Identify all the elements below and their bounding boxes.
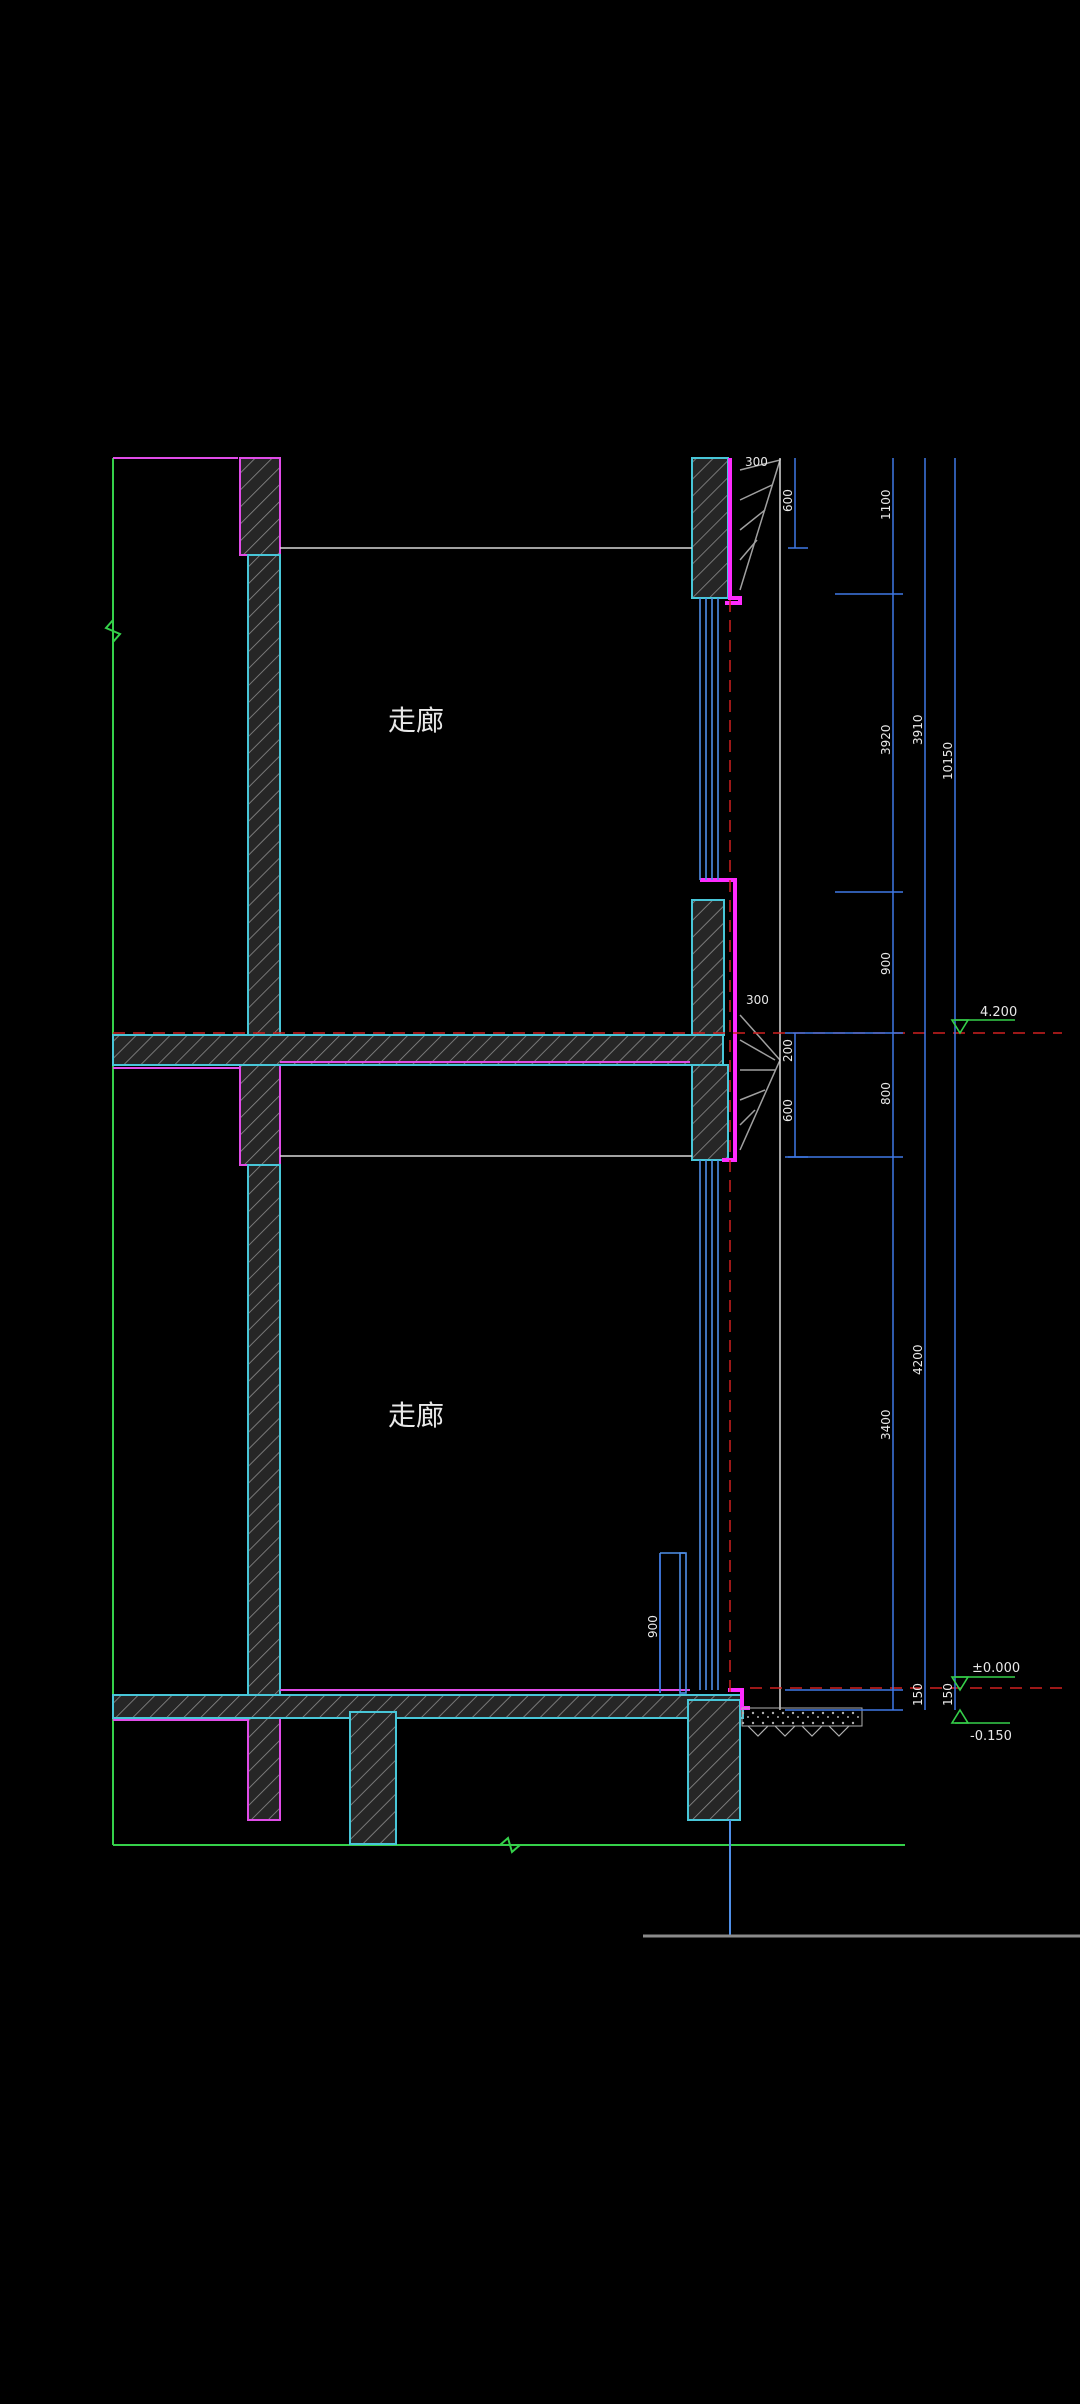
dimension-lines [659,458,956,1711]
sunshade-truss [739,458,782,1151]
curtain-wall-window [699,598,719,1690]
dim-text: 1100 [879,489,893,520]
dim-text: 900 [879,952,893,975]
level-markers [950,1019,1015,1724]
dim-text: 900 [646,1615,660,1638]
dim-text: 300 [745,455,768,469]
dim-text: 300 [746,993,769,1007]
left-break-symbol [104,619,122,643]
dim-text: 600 [781,1099,795,1122]
dim-text: 800 [879,1082,893,1105]
room-label-upper: 走廊 [388,704,444,737]
exterior-wall [687,457,741,1821]
level-label-exterior: -0.150 [970,1729,1012,1744]
ceiling-lines [280,458,781,1710]
dim-text: 3400 [879,1409,893,1440]
floor-slab-ground [112,1689,744,1721]
bottom-break-symbol [499,1836,521,1854]
room-label-lower: 走廊 [388,1399,444,1432]
dim-text: 600 [781,489,795,512]
dim-text: 10150 [941,742,955,780]
ground-fill [741,1707,863,1737]
foundation-beams [349,1711,741,1845]
floor-slab-upper [112,1034,724,1069]
interior-wall [239,457,281,1821]
dim-text: 3910 [911,714,925,745]
level-label-ground: ±0.000 [972,1661,1020,1676]
dim-text: 3920 [879,724,893,755]
level-label-floor2: 4.200 [980,1005,1017,1020]
guard-rail [659,1552,687,1694]
dim-text: 200 [781,1039,795,1062]
dim-text: 4200 [911,1344,925,1375]
dim-text: 150 [911,1683,925,1706]
site-outline [112,457,905,1846]
axis-lines [113,600,1062,1700]
dim-text: 150 [941,1683,955,1706]
